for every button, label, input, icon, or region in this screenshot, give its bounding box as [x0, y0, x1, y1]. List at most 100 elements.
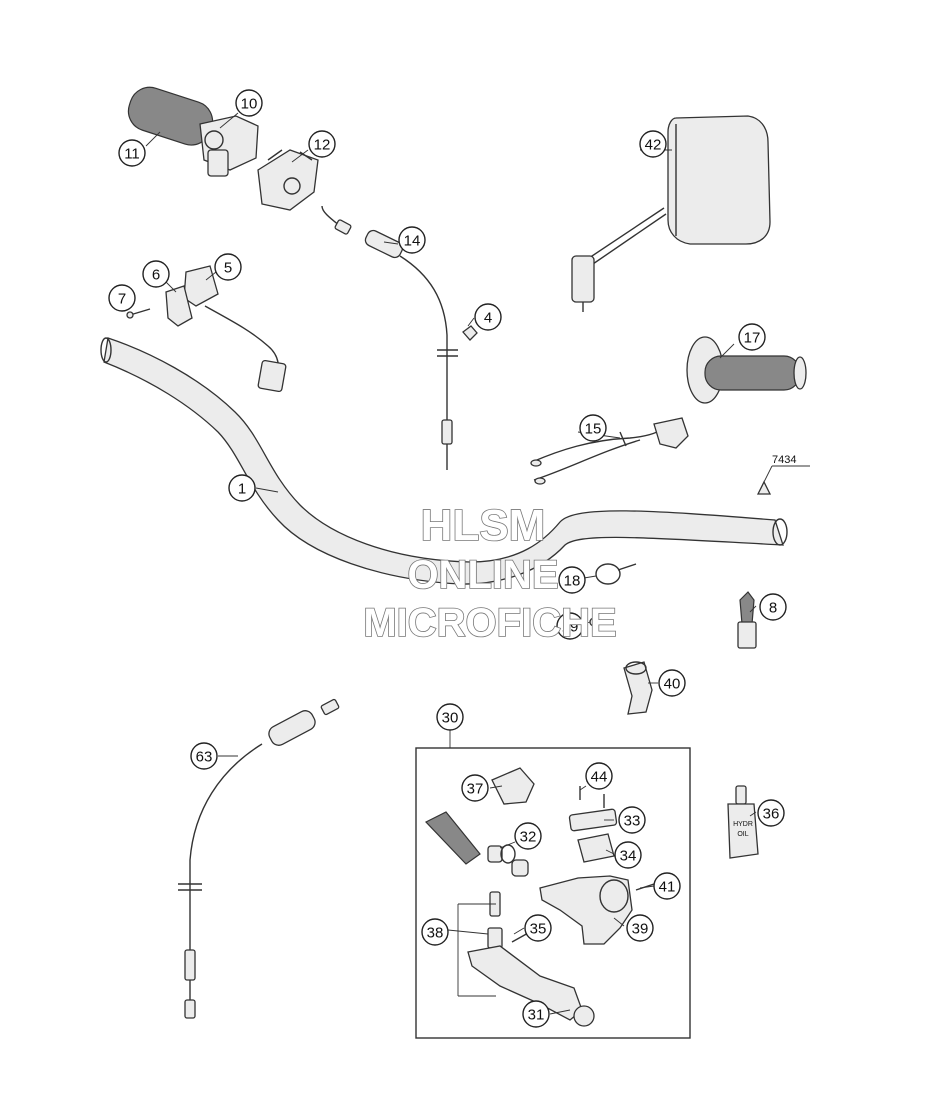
hydraulic-oil-bottle: HYDR OIL — [727, 785, 759, 859]
callout-37: 37 — [461, 774, 489, 802]
callout-circle — [474, 303, 502, 331]
callout-number: 17 — [744, 330, 761, 347]
throttle-grip-assembly — [127, 86, 259, 177]
callout-circle — [235, 89, 263, 117]
callout-19: 19 — [556, 612, 584, 640]
master-cylinder-parts — [425, 767, 655, 1027]
callout-36: 36 — [757, 799, 785, 827]
callout-31: 31 — [522, 1000, 550, 1028]
callout-number: 37 — [467, 781, 484, 798]
callout-6: 6 — [142, 260, 170, 288]
callout-1: 1 — [228, 474, 256, 502]
callout-circle — [190, 742, 218, 770]
master-cylinder-kit-box — [415, 730, 691, 1039]
callout-number: 44 — [591, 769, 608, 786]
callout-circle — [461, 774, 489, 802]
callout-circle — [614, 841, 642, 869]
callout-circle — [524, 914, 552, 942]
cable-tie — [595, 563, 637, 585]
callout-circle — [108, 284, 136, 312]
callout-circle — [639, 130, 667, 158]
callout-10: 10 — [235, 89, 263, 117]
callout-circle — [558, 566, 586, 594]
callout-number: 33 — [624, 813, 641, 830]
callout-number: 18 — [564, 573, 581, 590]
callout-circle — [757, 799, 785, 827]
callout-number: 6 — [152, 267, 160, 284]
end-cap-7434 — [756, 465, 810, 495]
callout-5: 5 — [214, 253, 242, 281]
callout-number: 32 — [520, 829, 537, 846]
callout-circle — [421, 918, 449, 946]
callout-number: 15 — [585, 421, 602, 438]
callout-number: 30 — [442, 710, 459, 727]
callout-number: 10 — [241, 96, 258, 113]
callout-number: 1 — [238, 481, 246, 498]
cable-nipple — [462, 325, 478, 341]
callout-circle — [308, 130, 336, 158]
callout-circle — [556, 612, 584, 640]
callout-17: 17 — [738, 323, 766, 351]
handlebar — [100, 337, 788, 585]
callout-33: 33 — [618, 806, 646, 834]
callout-circle — [626, 914, 654, 942]
callout-number: 34 — [620, 848, 637, 865]
callout-30: 30 — [436, 703, 464, 731]
callout-number: 7 — [118, 291, 126, 308]
watermark: HLSM ONLINE MICROFICHE — [363, 500, 618, 646]
mirror — [571, 115, 771, 312]
callout-number: 38 — [427, 925, 444, 942]
callout-number: 40 — [664, 676, 681, 693]
callout-circle — [436, 703, 464, 731]
callout-circle — [398, 226, 426, 254]
clamp — [623, 661, 653, 715]
callout-8: 8 — [759, 593, 787, 621]
bottle-label-line1: HYDR — [733, 821, 753, 828]
callout-35: 35 — [524, 914, 552, 942]
callout-number: 42 — [645, 137, 662, 154]
callout-circle — [585, 762, 613, 790]
harness-switch — [530, 417, 689, 485]
callout-42: 42 — [639, 130, 667, 158]
reference-label-7434: 7434 — [772, 454, 796, 466]
callout-34: 34 — [614, 841, 642, 869]
callout-circle — [738, 323, 766, 351]
callout-41: 41 — [653, 872, 681, 900]
callout-38: 38 — [421, 918, 449, 946]
callout-number: 39 — [632, 921, 649, 938]
callout-number: 35 — [530, 921, 547, 938]
callout-layer: 1456781011121415171819303132333435363738… — [108, 89, 787, 1028]
callout-number: 4 — [484, 310, 492, 327]
threadlock-tube — [737, 591, 757, 649]
callout-7: 7 — [108, 284, 136, 312]
callout-number: 11 — [124, 146, 140, 163]
watermark-line3: MICROFICHE — [363, 601, 616, 645]
callout-number: 36 — [763, 806, 780, 823]
callout-circle — [658, 669, 686, 697]
callout-number: 31 — [528, 1007, 545, 1024]
callout-number: 8 — [769, 600, 777, 617]
callout-39: 39 — [626, 914, 654, 942]
callout-63: 63 — [190, 742, 218, 770]
callout-number: 14 — [404, 233, 421, 250]
callout-number: 5 — [224, 260, 232, 277]
callout-32: 32 — [514, 822, 542, 850]
callout-44: 44 — [585, 762, 613, 790]
bottle-label-line2: OIL — [737, 831, 748, 838]
callout-circle — [653, 872, 681, 900]
choke-cable — [321, 205, 458, 470]
callout-4: 4 — [474, 303, 502, 331]
callout-14: 14 — [398, 226, 426, 254]
callout-circle — [618, 806, 646, 834]
callout-circle — [228, 474, 256, 502]
callout-circle — [514, 822, 542, 850]
watermark-line2: ONLINE — [407, 553, 558, 597]
clutch-cable — [178, 698, 340, 1019]
left-grip — [686, 336, 807, 404]
callout-circle — [579, 414, 607, 442]
callout-18: 18 — [558, 566, 586, 594]
callout-circle — [142, 260, 170, 288]
callout-number: 12 — [314, 137, 331, 154]
callout-number: 63 — [196, 749, 213, 766]
